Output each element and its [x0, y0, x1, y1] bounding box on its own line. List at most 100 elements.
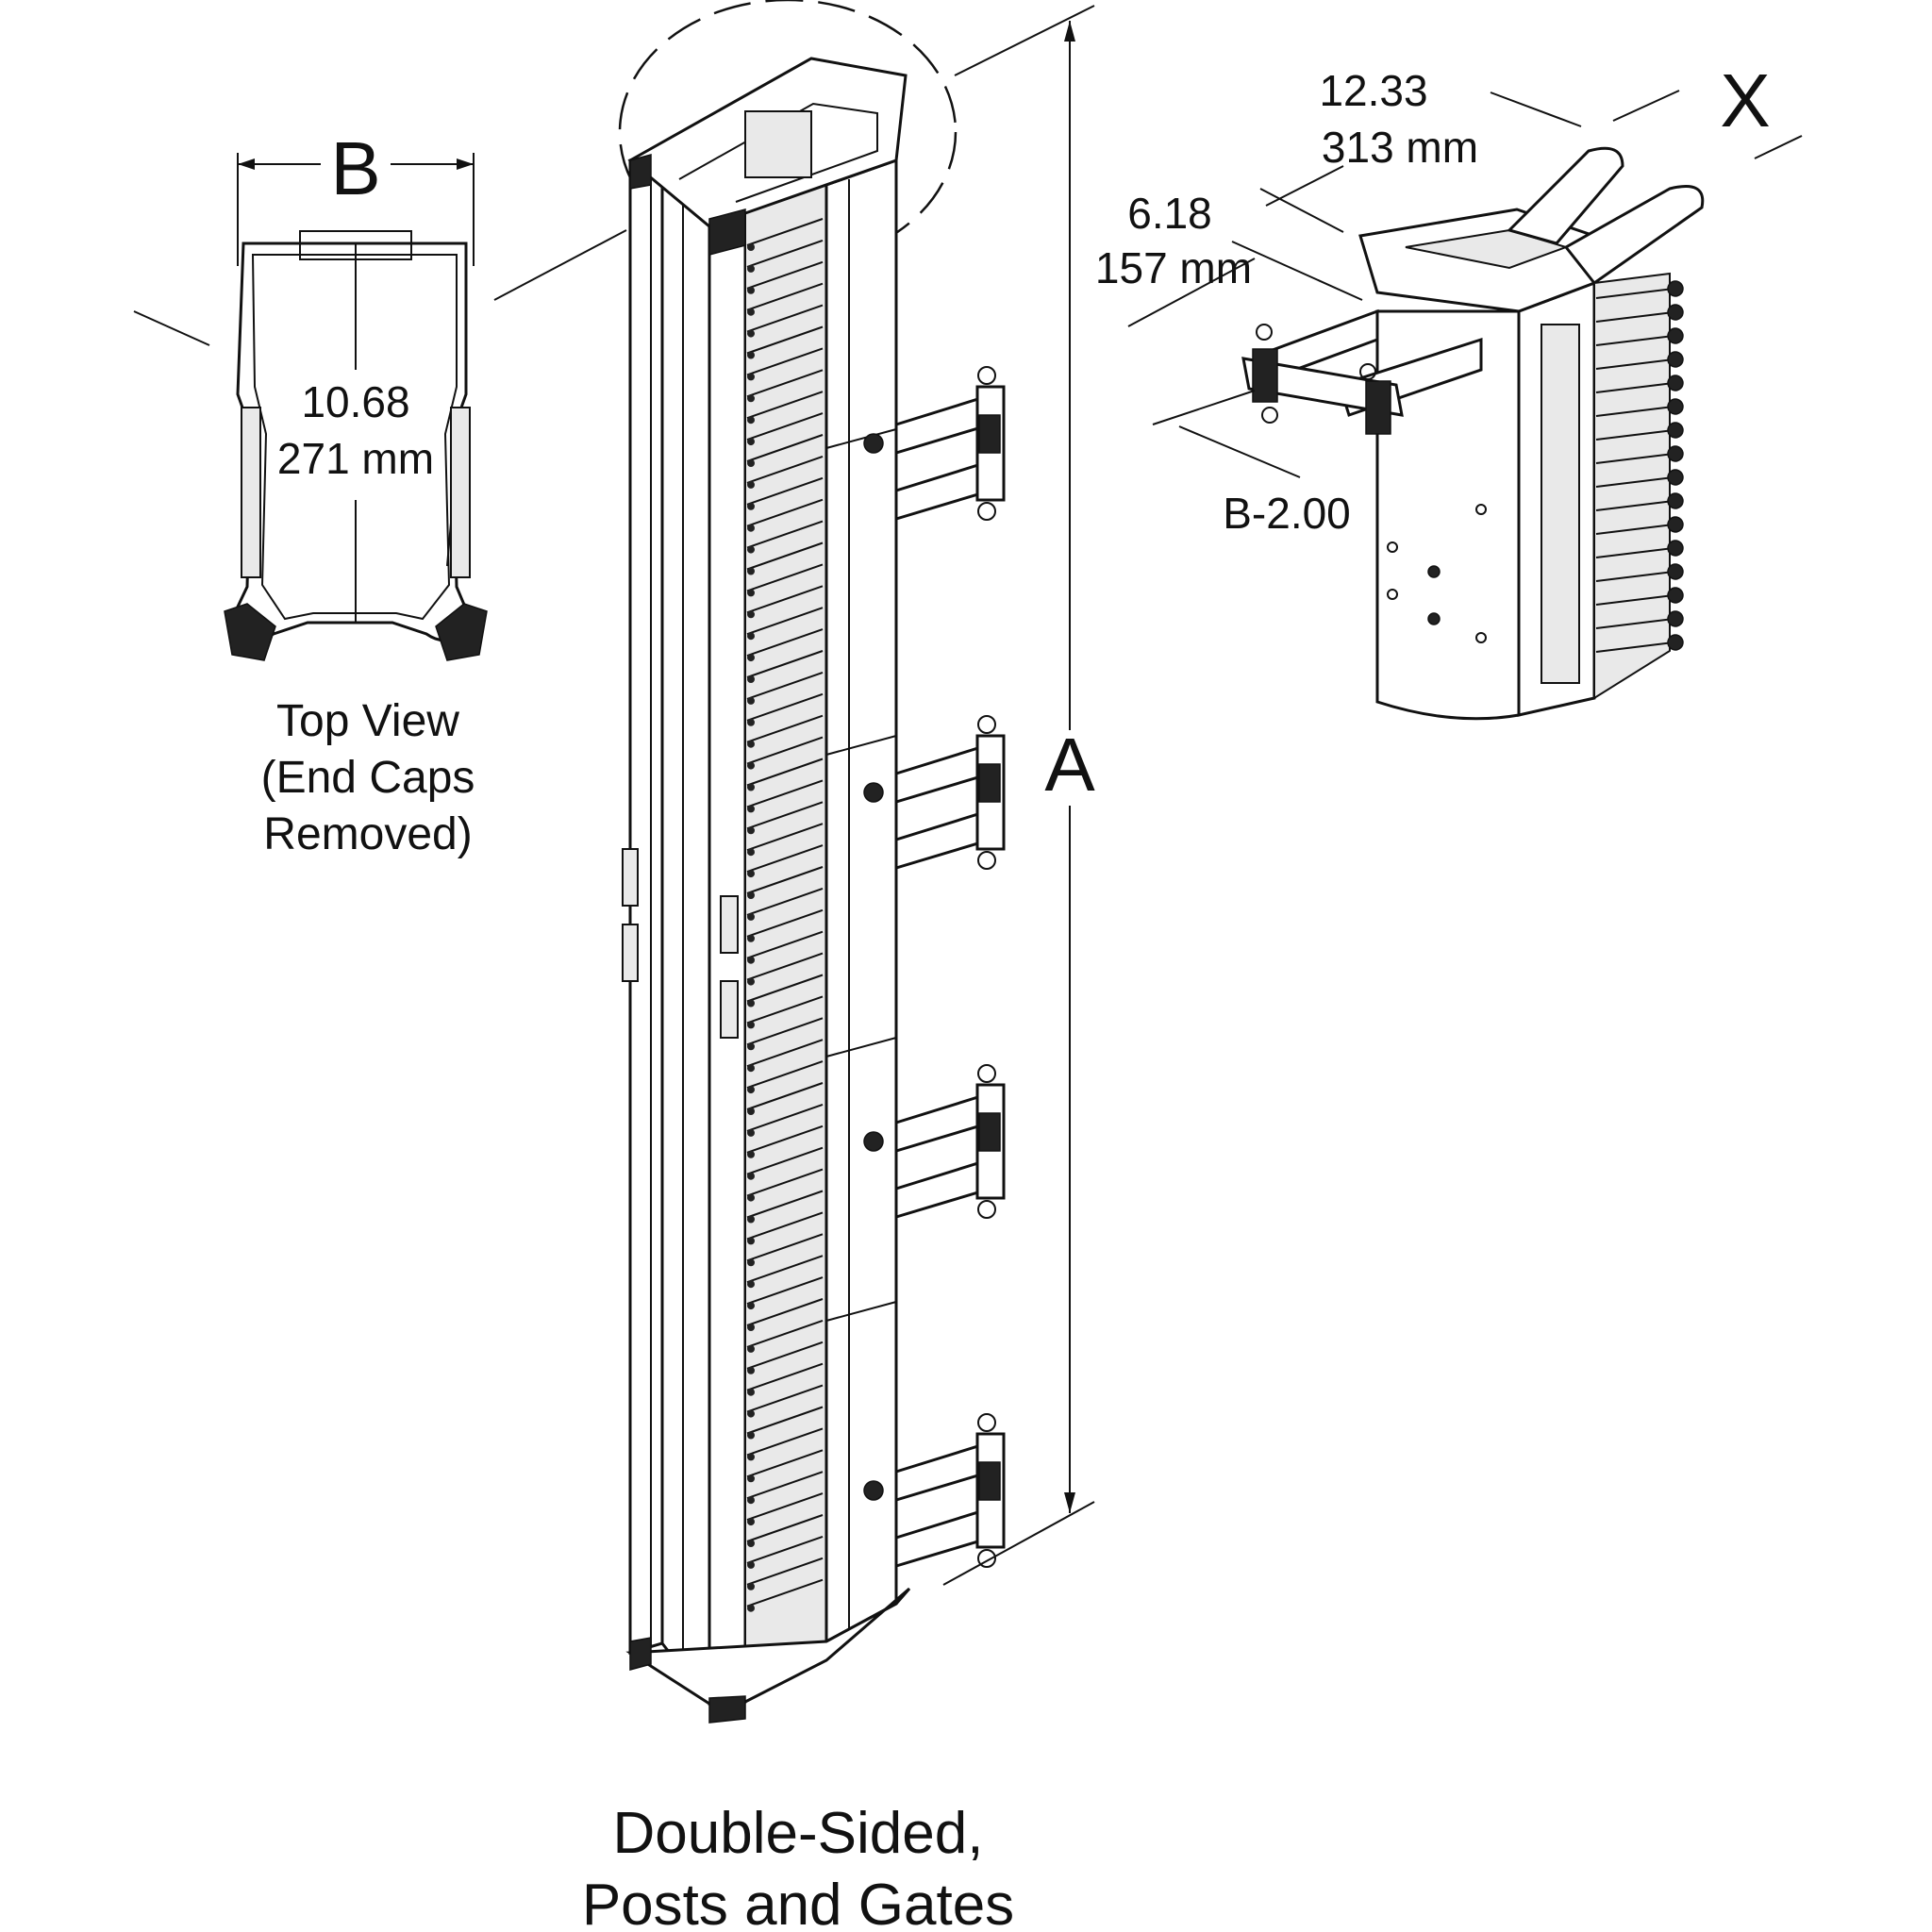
finger-rivet: [747, 1518, 755, 1526]
detail-tooth: [1595, 288, 1674, 299]
finger-tooth: [746, 563, 824, 592]
finger-rivet: [747, 394, 755, 403]
finger-rivet: [747, 459, 755, 467]
finger-rivet: [747, 567, 755, 575]
post-knob-bottom: [977, 1549, 996, 1568]
detail-tooth: [1595, 547, 1674, 558]
hole-2: [1427, 612, 1441, 625]
finger-tooth: [746, 1449, 824, 1478]
gate-divider-3: [825, 1037, 897, 1058]
finger-rivet: [747, 1496, 755, 1505]
detail-tooth: [1595, 335, 1674, 346]
bracket-clip-left: [1252, 348, 1278, 403]
side-panel: [660, 147, 711, 1708]
finger-tooth: [746, 908, 824, 938]
detail-tooth: [1595, 382, 1674, 393]
detail-tooth: [1595, 524, 1674, 535]
dim-313-mm: 313 mm: [1322, 123, 1478, 172]
dim-b-arrow-left: [238, 158, 255, 170]
post-clip: [978, 1461, 1001, 1501]
top-view-caption-2: (End Caps: [261, 753, 475, 803]
gate-panel: [824, 158, 898, 1644]
gate-divider-1: [825, 428, 897, 449]
finger-rivet: [747, 610, 755, 619]
finger-tooth: [746, 434, 824, 462]
finger-rivet: [747, 1128, 755, 1137]
detail-rivet: [1667, 634, 1684, 651]
finger-tooth: [746, 1319, 824, 1348]
dim-a-arrow-bottom: [1064, 1492, 1075, 1513]
leader-right: [493, 229, 627, 301]
posts: [863, 366, 1006, 1569]
finger-tooth: [746, 1168, 824, 1197]
finger-tooth: [746, 1406, 824, 1435]
left-clip: [224, 603, 276, 661]
post-clip: [978, 414, 1001, 454]
finger-tooth: [746, 692, 824, 722]
finger-tooth: [746, 779, 824, 808]
finger-tooth: [746, 520, 824, 549]
finger-rivet: [747, 1042, 755, 1051]
finger-rivet: [747, 1453, 755, 1461]
finger-tooth: [746, 1341, 824, 1370]
finger-tooth: [746, 801, 824, 830]
finger-rivet: [747, 264, 755, 273]
bracket-bar: [1241, 357, 1404, 417]
main-caption-2: Posts and Gates: [582, 1873, 1014, 1932]
finger-rivet: [747, 1237, 755, 1245]
detail-tooth: [1595, 618, 1674, 629]
leader-left: [133, 310, 210, 346]
finger-rivet: [747, 351, 755, 359]
finger-tooth: [746, 1124, 824, 1154]
finger-rivet: [747, 848, 755, 857]
left-finger: [241, 407, 261, 578]
finger-rivet: [747, 1172, 755, 1180]
post-knob-top: [977, 715, 996, 734]
gate-knob: [863, 433, 884, 454]
gate-divider-4: [825, 1301, 897, 1322]
finger-rivet: [747, 740, 755, 748]
dim-12-33: 12.33: [1319, 66, 1427, 115]
finger-rivet: [747, 243, 755, 251]
finger-rivet: [747, 1021, 755, 1029]
bottom-corner-mid: [708, 1695, 746, 1724]
finger-rivet: [747, 1302, 755, 1310]
detail-rivet: [1667, 422, 1684, 439]
detail-view: 12.33 313 mm X 6.18 157 mm B-2.00: [1095, 58, 1803, 721]
gate-knob: [863, 782, 884, 803]
finger-rivet: [747, 696, 755, 705]
finger-rivet: [747, 761, 755, 770]
finger-rivet: [747, 1344, 755, 1353]
dim-a-ext-top: [954, 5, 1095, 76]
post-clip: [978, 763, 1001, 803]
detail-rivet: [1667, 492, 1684, 509]
finger-tooth: [746, 1276, 824, 1306]
detail-rivet: [1667, 398, 1684, 415]
dim-618-ext: [1231, 241, 1363, 301]
finger-tooth: [746, 1255, 824, 1284]
finger-rivet: [747, 1474, 755, 1483]
finger-tooth: [746, 866, 824, 894]
finger-tooth: [746, 391, 824, 420]
finger-rivet: [747, 329, 755, 338]
finger-rivet: [747, 891, 755, 899]
gate-knob: [863, 1131, 884, 1152]
finger-tooth: [746, 952, 824, 981]
dim-1233-line-left: [1265, 165, 1344, 207]
finger-tooth: [746, 412, 824, 441]
detail-tooth: [1595, 571, 1674, 582]
dim-b-label: B: [330, 126, 380, 210]
detail-finger-teeth: [1595, 280, 1684, 653]
bracket-knob-3: [1359, 363, 1376, 380]
detail-arm-back: [1507, 146, 1624, 245]
dim-1233-line-right: [1490, 92, 1582, 127]
dim-1233-ext: [1259, 188, 1344, 233]
finger-tooth: [746, 1362, 824, 1391]
finger-rivet: [747, 654, 755, 662]
finger-tooth: [746, 628, 824, 658]
gate-knob: [863, 1480, 884, 1501]
finger-rivet: [747, 1431, 755, 1440]
finger-tooth: [746, 304, 824, 333]
bottom-corner-left: [629, 1637, 652, 1671]
